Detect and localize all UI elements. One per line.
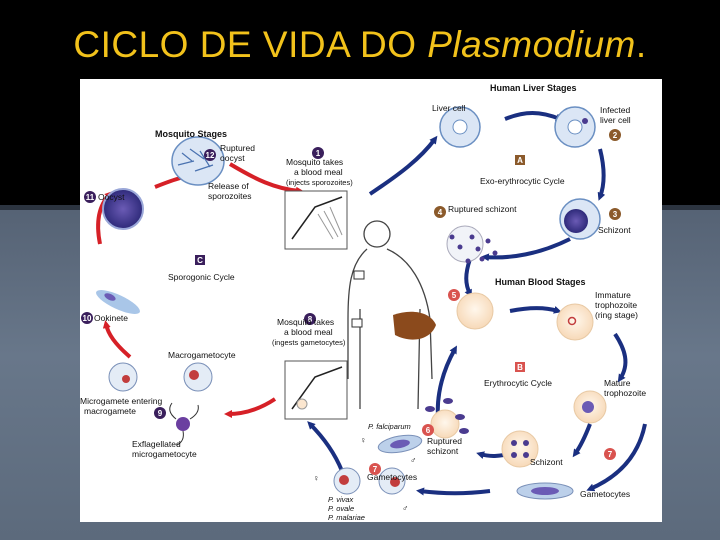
step8-number: 8 <box>308 315 313 324</box>
liver-cell-illustration <box>439 106 481 148</box>
exflagellated-2: microgametocyte <box>132 449 197 459</box>
infected-liver-2: liver cell <box>600 115 631 125</box>
blood-meal-8: a blood meal <box>284 327 333 337</box>
step2-number: 2 <box>613 131 618 140</box>
blood-schizont-illustration <box>501 430 539 468</box>
female-symbol-vivax: ♀ <box>313 473 319 483</box>
mature-trophozoite-rbc-illustration <box>573 390 607 424</box>
mature-1: Mature <box>604 378 631 388</box>
microgamete-2: macrogamete <box>84 406 136 416</box>
oocyst-illustration <box>102 188 144 230</box>
title-main: CICLO DE VIDA DO <box>73 24 428 65</box>
mature-2: trophozoite <box>604 388 646 398</box>
mosquito-takes-1: Mosquito takes <box>286 157 343 167</box>
ruptured-blood-2: schizont <box>427 446 459 456</box>
step4-number: 4 <box>438 208 443 217</box>
injects-sporozoites: (injects sporozoites) <box>286 178 353 187</box>
letter-a: A <box>517 156 523 165</box>
sporogonic-cycle-label: Sporogonic Cycle <box>168 272 235 282</box>
mosquito-feeding-panel-top <box>284 190 348 250</box>
vivax-gametocytes-illustration <box>333 467 406 495</box>
step11-number: 11 <box>86 193 95 202</box>
step12-number: 12 <box>206 151 215 160</box>
microgamete-1: Microgamete entering <box>80 396 162 406</box>
infected-liver-cell-illustration <box>554 106 596 148</box>
female-symbol-falciparum: ♀ <box>360 435 366 445</box>
step10-number: 10 <box>83 314 92 323</box>
ingests-gametocytes: (ingests gametocytes) <box>272 338 346 347</box>
immature-1: Immature <box>595 290 631 300</box>
ruptured-oocyst-1: Ruptured <box>220 143 255 153</box>
release-1: Release of <box>208 181 249 191</box>
p-vivax-label: P. vivax <box>328 495 354 504</box>
diagram-canvas: 1 2 A 3 4 5 B 6 7 7 8 12 11 C 10 9 Mosqu… <box>80 83 647 522</box>
human-silhouette <box>347 220 436 410</box>
exo-cycle-label: Exo-erythrocytic Cycle <box>480 176 565 186</box>
liver-schizont-label: Schizont <box>598 225 631 235</box>
rbc-merozoite-illustration <box>456 292 494 330</box>
ring-stage-rbc-illustration <box>556 303 594 341</box>
ookinete-illustration <box>96 290 140 314</box>
microgamete-illustration <box>108 362 138 392</box>
ruptured-blood-schizont-illustration <box>425 398 469 439</box>
slide-title: CICLO DE VIDA DO Plasmodium. <box>0 24 720 66</box>
ruptured-oocyst-2: oocyst <box>220 153 245 163</box>
infected-liver-1: Infected <box>600 105 631 115</box>
step5-number: 5 <box>452 291 457 300</box>
mosquito-takes-8: Mosquito takes <box>277 317 334 327</box>
ruptured-liver-schizont-illustration <box>446 225 498 264</box>
step9-number: 9 <box>158 409 163 418</box>
title-end: . <box>635 24 647 65</box>
mosquito-feeding-panel-bottom <box>284 360 348 420</box>
ruptured-oocyst-illustration <box>171 136 225 186</box>
mosquito-stages-label: Mosquito Stages <box>155 129 227 139</box>
blood-schizont-label: Schizont <box>530 457 563 467</box>
release-2: sporozoites <box>208 191 251 201</box>
gametocytes-right-label: Gametocytes <box>580 489 630 499</box>
oocyst-label: Oocyst <box>98 192 125 202</box>
step7-number: 7 <box>608 450 613 459</box>
exflagellated-1: Exflagellated <box>132 439 181 449</box>
step7b-number: 7 <box>373 465 378 474</box>
diagram-labels: Mosquito Stages Human Liver Stages Human… <box>80 83 646 522</box>
blood-meal-1: a blood meal <box>294 167 343 177</box>
falciparum-gametocytes-illustration <box>377 434 423 454</box>
erythrocytic-cycle-label: Erythrocytic Cycle <box>484 378 552 388</box>
immature-3: (ring stage) <box>595 310 638 320</box>
liver-schizont-illustration <box>559 198 601 240</box>
human-blood-stages-label: Human Blood Stages <box>495 277 586 287</box>
male-symbol-falciparum: ♂ <box>410 455 416 465</box>
letter-c: C <box>197 256 203 265</box>
male-symbol-vivax: ♂ <box>402 503 408 513</box>
human-liver-stages-label: Human Liver Stages <box>490 83 577 93</box>
title-italic: Plasmodium <box>427 24 636 65</box>
step6-number: 6 <box>426 426 431 435</box>
exflagellated-microgametocyte-illustration <box>169 402 199 446</box>
gametocytes-center-label: Gametocytes <box>367 472 417 482</box>
letter-b: B <box>517 363 523 372</box>
liver-cell-label: Liver cell <box>432 103 466 113</box>
ruptured-schizont-liver-label: Ruptured schizont <box>448 204 517 214</box>
immature-2: trophozoite <box>595 300 637 310</box>
p-malariae-label: P. malariae <box>328 513 365 522</box>
p-ovale-label: P. ovale <box>328 504 354 513</box>
macrogametocyte-illustration <box>183 362 213 392</box>
human-cycle-arrows <box>307 111 647 496</box>
step1-number: 1 <box>316 149 321 158</box>
step3-number: 3 <box>613 210 618 219</box>
p-falciparum-label: P. falciparum <box>368 422 411 431</box>
ookinete-label: Ookinete <box>94 313 128 323</box>
plasmodium-life-cycle-diagram: 1 2 A 3 4 5 B 6 7 7 8 12 11 C 10 9 Mosqu… <box>80 79 662 522</box>
macrogametocyte-label: Macrogametocyte <box>168 350 236 360</box>
gametocyte-right-illustration <box>516 482 574 500</box>
ruptured-blood-1: Ruptured <box>427 436 462 446</box>
step-markers: 1 2 A 3 4 5 B 6 7 7 8 12 11 C 10 9 <box>81 129 621 475</box>
